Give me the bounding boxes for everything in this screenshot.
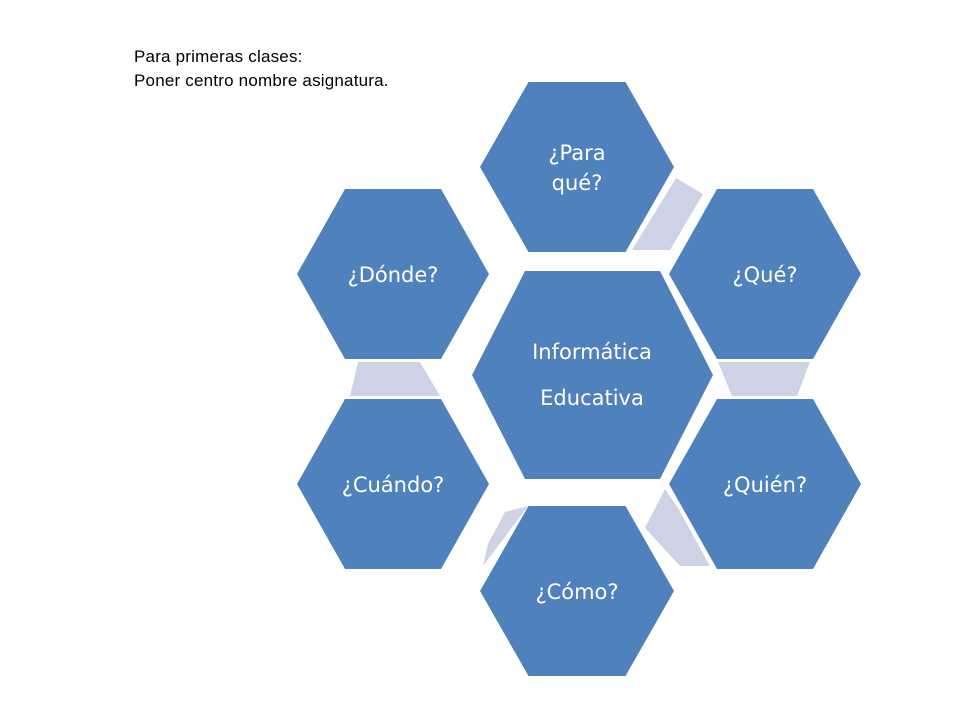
hexagon-label-donde-1: ¿Dónde? xyxy=(348,263,439,287)
hexagon-donde: ¿Dónde? xyxy=(297,189,489,359)
hexagon-para-que: ¿Para qué? xyxy=(480,82,674,252)
hexagon-cuando: ¿Cuándo? xyxy=(297,399,489,569)
hexagon-shape-quien xyxy=(669,399,861,569)
hexagon-shape-para-que xyxy=(480,82,674,252)
center-hexagon xyxy=(472,271,713,479)
hexagon-quien: ¿Quién? xyxy=(669,399,861,569)
hexagon-shape-como xyxy=(480,506,674,676)
hexagon-label-para-que-2: qué? xyxy=(552,171,603,195)
hexagon-shape-cuando xyxy=(297,399,489,569)
connector-3 xyxy=(645,489,710,566)
center-label-line-1: Informática xyxy=(532,340,652,364)
hexagon-label-como-1: ¿Cómo? xyxy=(535,580,618,604)
instruction-note: Para primeras clases: Poner centro nombr… xyxy=(134,45,389,93)
hexagon-shape-donde xyxy=(297,189,489,359)
instruction-line-2: Poner centro nombre asignatura. xyxy=(134,71,389,90)
hexagon-que: ¿Qué? xyxy=(669,189,861,359)
connector-1 xyxy=(632,178,703,250)
connector-2 xyxy=(718,362,810,396)
center-hexagon-group: Informática Educativa xyxy=(472,271,713,479)
hexagon-shape-que xyxy=(669,189,861,359)
connectors xyxy=(350,178,810,566)
hexagon-label-que-1: ¿Qué? xyxy=(732,263,797,287)
hexagon-label-cuando-1: ¿Cuándo? xyxy=(342,473,445,497)
center-label-line-2: Educativa xyxy=(540,386,644,410)
hexagon-como: ¿Cómo? xyxy=(480,506,674,676)
outer-hexagons: ¿Para qué? ¿Qué? ¿Quién? ¿Cómo? ¿Cuándo? ¿Dónd… xyxy=(297,82,861,676)
hexagon-label-quien-1: ¿Quién? xyxy=(723,473,807,497)
instruction-line-1: Para primeras clases: xyxy=(134,47,303,66)
connector-4 xyxy=(483,506,528,566)
hexagon-label-para-que-1: ¿Para xyxy=(548,141,605,165)
connector-5 xyxy=(350,362,440,396)
